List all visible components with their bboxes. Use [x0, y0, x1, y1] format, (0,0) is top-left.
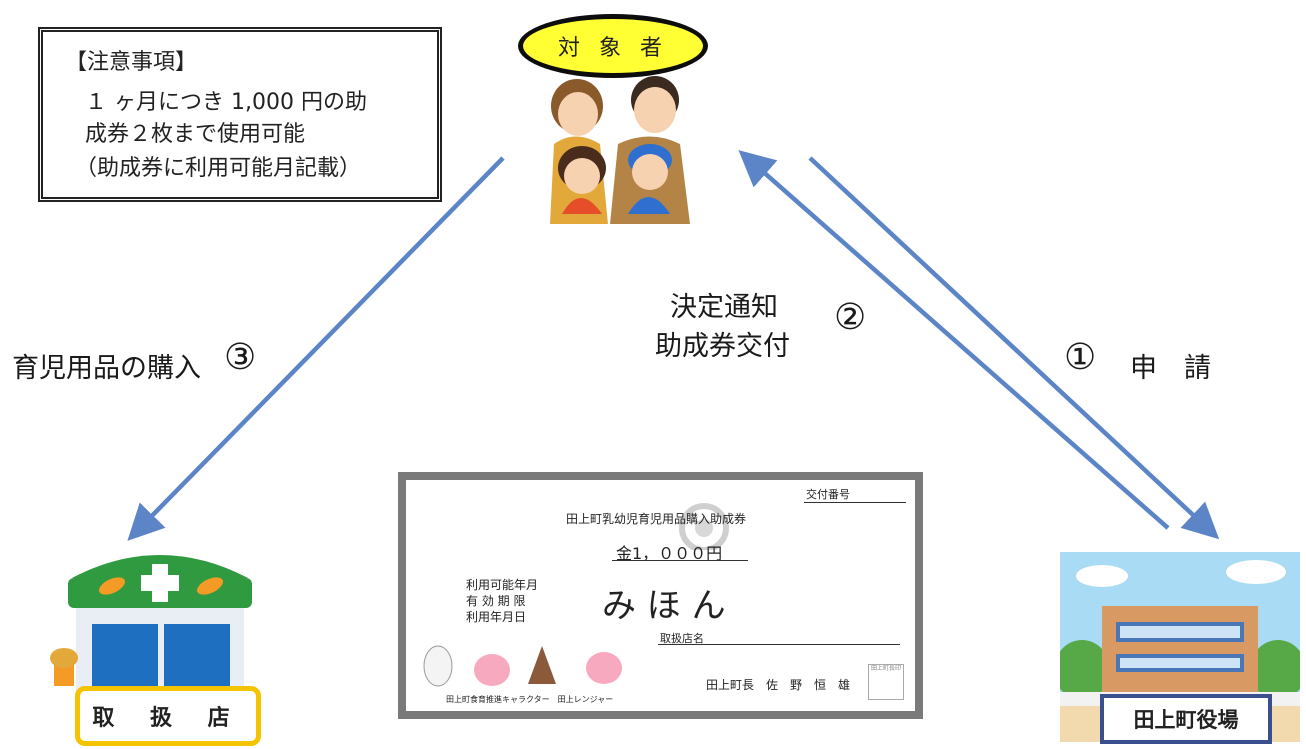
notice-line-3: （助成券に利用可能月記載）	[75, 156, 362, 181]
office-label: 田上町役場	[1100, 694, 1272, 744]
mayor-seal: 田上町長印	[868, 664, 904, 700]
target-label: 対 象 者	[518, 14, 708, 78]
decision-line-1: 決定通知	[670, 292, 778, 323]
field-expiry: 有 効 期 限	[466, 594, 526, 608]
step-3-number: ③	[224, 337, 257, 378]
step-2-number: ②	[834, 297, 867, 338]
number-line	[804, 502, 906, 503]
voucher-amount: 金1，０００円	[616, 544, 723, 563]
voucher-body: 交付番号 田上町乳幼児育児用品購入助成券 金1，０００円 利用可能年月 有 効 …	[406, 480, 915, 711]
pharmacy-illustration	[50, 555, 252, 708]
store-name-label: 取扱店名	[660, 632, 704, 645]
mascot-characters	[423, 645, 622, 687]
town-emblem-watermark	[679, 503, 729, 550]
notice-title: 【注意事項】	[65, 50, 198, 75]
number-label: 交付番号	[806, 488, 850, 501]
mascot-caption: 田上町食育推進キャラクター 田上レンジャー	[446, 695, 614, 704]
purchase-text: 育児用品の購入	[12, 353, 201, 384]
field-use-date: 利用年月日	[466, 610, 527, 624]
step-1-number: ①	[1064, 337, 1097, 378]
field-available-month: 利用可能年月	[466, 578, 539, 592]
decision-line-2: 助成券交付	[655, 331, 790, 362]
notice-line-2: 成券２枚まで使用可能	[85, 122, 306, 147]
mayor-name: 田上町長 佐 野 恒 雄	[706, 678, 851, 692]
voucher-title: 田上町乳幼児育児用品購入助成券	[566, 512, 747, 526]
sample-mark: み ほ ん	[602, 586, 726, 626]
issue-arrow	[738, 150, 1170, 530]
amount-underline	[612, 560, 748, 561]
notice-box: 【注意事項】 １ ヶ月につき 1,000 円の助 成券２枚まで使用可能 （助成券…	[38, 27, 442, 202]
apply-arrow	[808, 156, 1220, 540]
purchase-arrow	[127, 156, 505, 541]
voucher-ticket: 交付番号 田上町乳幼児育児用品購入助成券 金1，０００円 利用可能年月 有 効 …	[398, 472, 923, 719]
family-illustration	[550, 76, 690, 224]
shop-label: 取 扱 店	[75, 686, 261, 746]
apply-text: 申 請	[1130, 353, 1211, 384]
notice-line-1: １ ヶ月につき 1,000 円の助	[85, 90, 367, 115]
store-name-line	[658, 644, 900, 645]
